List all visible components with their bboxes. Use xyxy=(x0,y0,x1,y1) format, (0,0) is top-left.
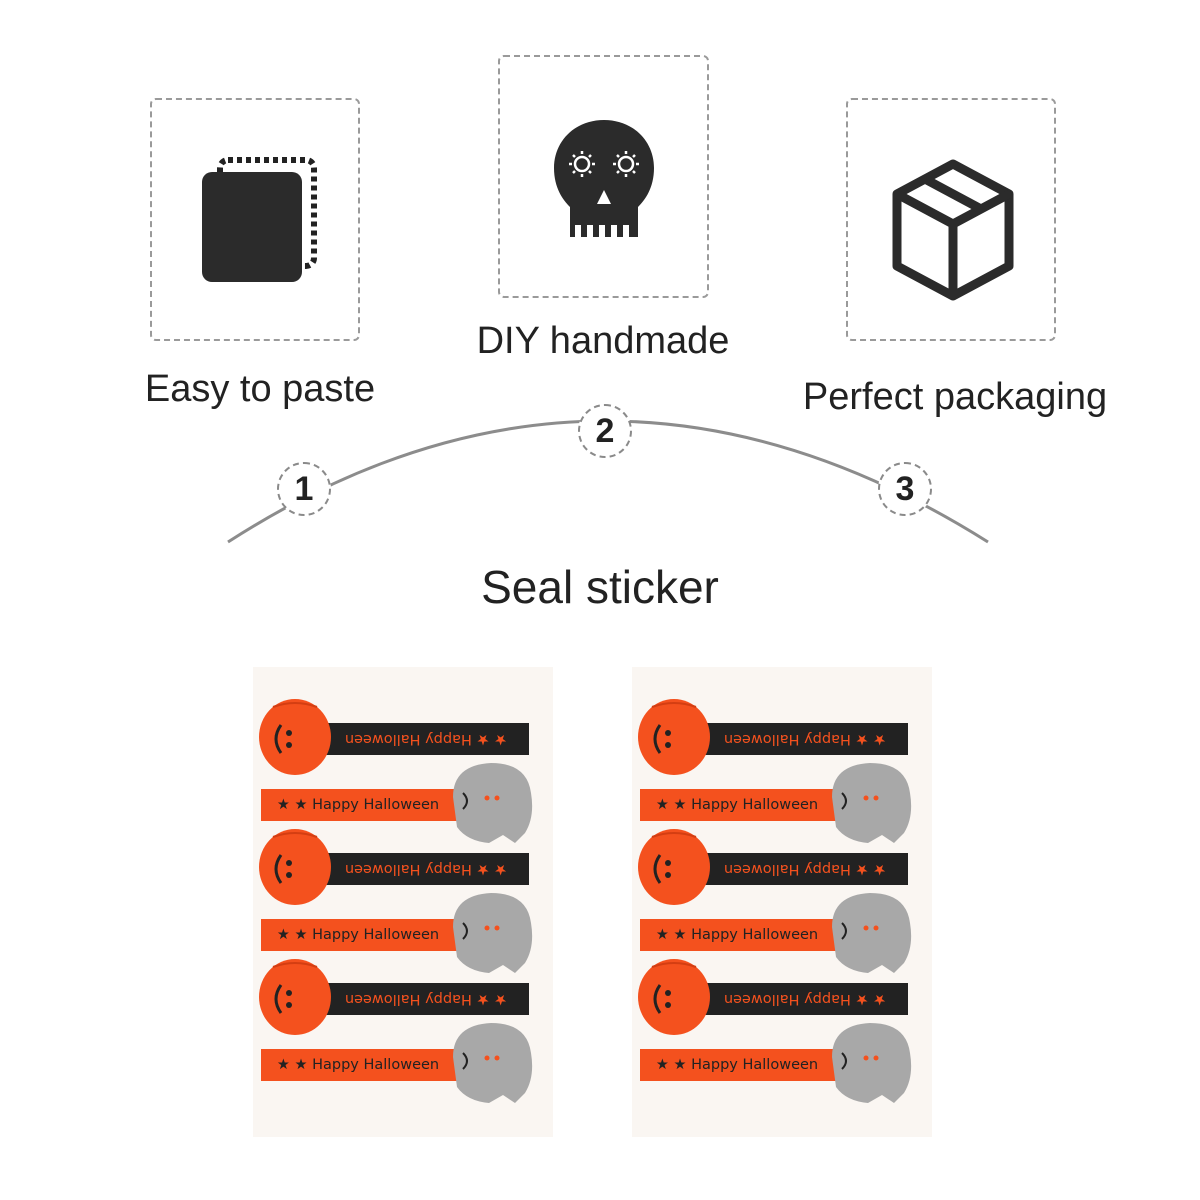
sticker-label-text: ★ ★ Happy Halloween xyxy=(656,1057,818,1073)
feature-label-2: DIY handmade xyxy=(476,320,730,362)
feature-label-3: Perfect packaging xyxy=(802,376,1108,418)
sticker-label-text: ★ ★ Happy Halloween xyxy=(277,797,439,813)
step-badge-3: 3 xyxy=(878,462,932,516)
pumpkin-sticker: ★ ★ Happy Halloween xyxy=(259,959,529,1035)
ghost-sticker: ★ ★ Happy Halloween xyxy=(261,893,533,973)
sticker-label-text: ★ ★ Happy Halloween xyxy=(345,731,507,747)
pumpkin-face xyxy=(653,724,671,754)
pumpkin-face xyxy=(653,854,671,884)
feature-card-perfect-packaging xyxy=(846,98,1056,341)
sticker-sheet-left: ★ ★ Happy Halloween ★ ★ Happy Halloween ★ … xyxy=(253,667,553,1137)
paste-icon xyxy=(202,157,317,282)
pumpkin-face xyxy=(274,984,292,1014)
step-badge-1: 1 xyxy=(277,462,331,516)
sticker-label-text: ★ ★ Happy Halloween xyxy=(656,927,818,943)
pumpkin-sticker: ★ ★ Happy Halloween xyxy=(638,699,908,775)
pumpkin-face xyxy=(653,984,671,1014)
step-badge-2: 2 xyxy=(578,404,632,458)
box-icon xyxy=(892,159,1014,301)
ghost-sticker: ★ ★ Happy Halloween xyxy=(640,1023,912,1103)
sticker-label-text: ★ ★ Happy Halloween xyxy=(277,1057,439,1073)
sticker-label-text: ★ ★ Happy Halloween xyxy=(724,861,886,877)
sticker-label-text: ★ ★ Happy Halloween xyxy=(345,861,507,877)
feature-card-diy-handmade xyxy=(498,55,709,298)
feature-label-1: Easy to paste xyxy=(144,368,376,410)
sticker-label-text: ★ ★ Happy Halloween xyxy=(724,731,886,747)
sticker-label-text: ★ ★ Happy Halloween xyxy=(345,991,507,1007)
pumpkin-face xyxy=(274,724,292,754)
pumpkin-sticker: ★ ★ Happy Halloween xyxy=(638,959,908,1035)
ghost-sticker: ★ ★ Happy Halloween xyxy=(261,763,533,843)
ghost-sticker: ★ ★ Happy Halloween xyxy=(640,893,912,973)
pumpkin-sticker: ★ ★ Happy Halloween xyxy=(259,829,529,905)
sticker-label-text: ★ ★ Happy Halloween xyxy=(277,927,439,943)
pumpkin-sticker: ★ ★ Happy Halloween xyxy=(638,829,908,905)
sticker-label-text: ★ ★ Happy Halloween xyxy=(656,797,818,813)
ghost-sticker: ★ ★ Happy Halloween xyxy=(640,763,912,843)
sticker-sheet-right: ★ ★ Happy Halloween ★ ★ Happy Halloween ★ … xyxy=(632,667,932,1137)
skull-icon xyxy=(554,120,654,239)
sticker-label-text: ★ ★ Happy Halloween xyxy=(724,991,886,1007)
ghost-sticker: ★ ★ Happy Halloween xyxy=(261,1023,533,1103)
pumpkin-sticker: ★ ★ Happy Halloween xyxy=(259,699,529,775)
connector-arc xyxy=(227,419,989,544)
pumpkin-face xyxy=(274,854,292,884)
feature-card-easy-to-paste xyxy=(150,98,360,341)
product-title: Seal sticker xyxy=(481,561,719,613)
